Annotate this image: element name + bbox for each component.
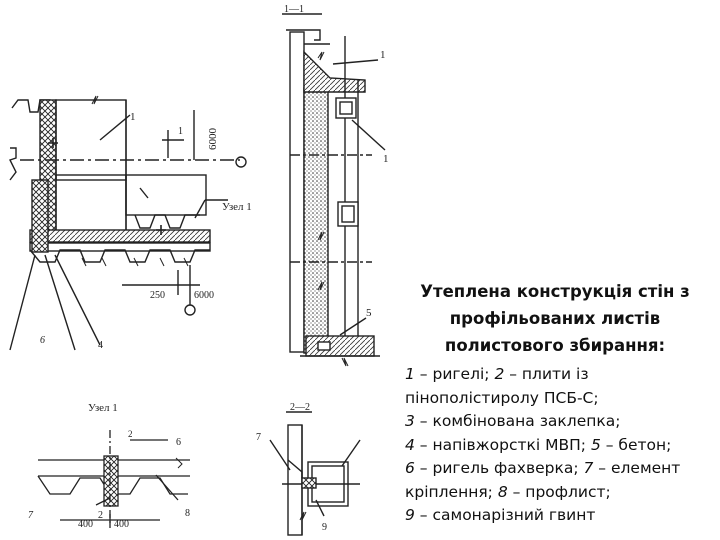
legend-text: – ригель фахверка; bbox=[414, 459, 584, 477]
section-mark-1b: 1 bbox=[383, 153, 389, 165]
legend-num: 2 bbox=[494, 365, 505, 383]
legend-text: – бетон; bbox=[600, 435, 672, 454]
legend-text: – комбінована заклепка; bbox=[414, 412, 621, 430]
plan-mark-1b: 1 bbox=[178, 126, 183, 137]
legend-item: 3 – комбінована заклепка; bbox=[405, 410, 705, 434]
section-2-2 bbox=[269, 411, 361, 536]
dimension-250: 250 bbox=[150, 290, 165, 301]
section-mark-7: 7 bbox=[256, 432, 261, 443]
legend-item: 1 – ригелі; 2 – плити із пінополістиролу… bbox=[405, 363, 705, 410]
legend-num: 9 bbox=[405, 506, 415, 524]
caption-block: Утеплена конструкція стін з профільовани… bbox=[405, 278, 705, 528]
section-mark-1a: 1 bbox=[380, 49, 386, 61]
node-mark-2: 2 bbox=[128, 429, 133, 439]
legend-num: 8 bbox=[497, 482, 508, 501]
legend-item: 9 – самонарізний гвинт bbox=[405, 504, 705, 528]
node-1-title: Узел 1 bbox=[88, 402, 118, 414]
legend-text: – профлист; bbox=[507, 482, 611, 501]
dimension-6000-horizontal: 6000 bbox=[194, 290, 214, 301]
section-2-2-title: 2—2 bbox=[290, 402, 310, 413]
plan-mark-6: 6 bbox=[40, 335, 45, 346]
section-1-1-title: 1—1 bbox=[284, 4, 304, 15]
section-1-1 bbox=[282, 13, 386, 367]
legend-item: 4 – напівжорсткі МВП; 5 – бетон; bbox=[405, 434, 705, 458]
section-mark-5: 5 bbox=[366, 307, 372, 319]
legend-text: – напівжорсткі МВП; bbox=[414, 435, 591, 454]
plan-mark-4: 4 bbox=[98, 340, 103, 351]
legend-list: 1 – ригелі; 2 – плити із пінополістиролу… bbox=[405, 363, 705, 528]
legend-num: 4 bbox=[405, 435, 415, 454]
node-mark-2b: 2 bbox=[98, 510, 103, 521]
node-mark-7: 7 bbox=[28, 510, 34, 521]
node-1-label: Узел 1 bbox=[222, 201, 252, 213]
legend-num: 6 bbox=[405, 459, 415, 477]
legend-num: 1 bbox=[405, 365, 415, 383]
legend-text: – елемент кріплення; bbox=[405, 459, 681, 501]
node-mark-6: 6 bbox=[176, 437, 181, 448]
node-1-detail bbox=[37, 430, 190, 528]
legend-text: – ригелі; bbox=[414, 365, 495, 383]
legend-text: – плити із пінополістиролу ПСБ-С; bbox=[405, 365, 599, 407]
section-mark-9: 9 bbox=[322, 522, 327, 533]
node-mark-8: 8 bbox=[185, 508, 190, 519]
legend-text: – самонарізний гвинт bbox=[414, 506, 596, 524]
caption-title: Утеплена конструкція стін з профільовани… bbox=[420, 282, 690, 355]
legend-item: 6 – ригель фахверка; 7 – елемент кріплен… bbox=[405, 457, 705, 504]
dimension-400-b: 400 bbox=[114, 519, 129, 530]
dimension-6000-vertical: 6000 bbox=[207, 128, 219, 151]
legend-num: 7 bbox=[583, 459, 594, 477]
dimension-400-a: 400 bbox=[78, 519, 93, 530]
plan-mark-1: 1 bbox=[130, 111, 136, 123]
legend-num: 3 bbox=[405, 412, 415, 430]
plan-view bbox=[9, 95, 247, 351]
legend-num: 5 bbox=[590, 435, 601, 454]
